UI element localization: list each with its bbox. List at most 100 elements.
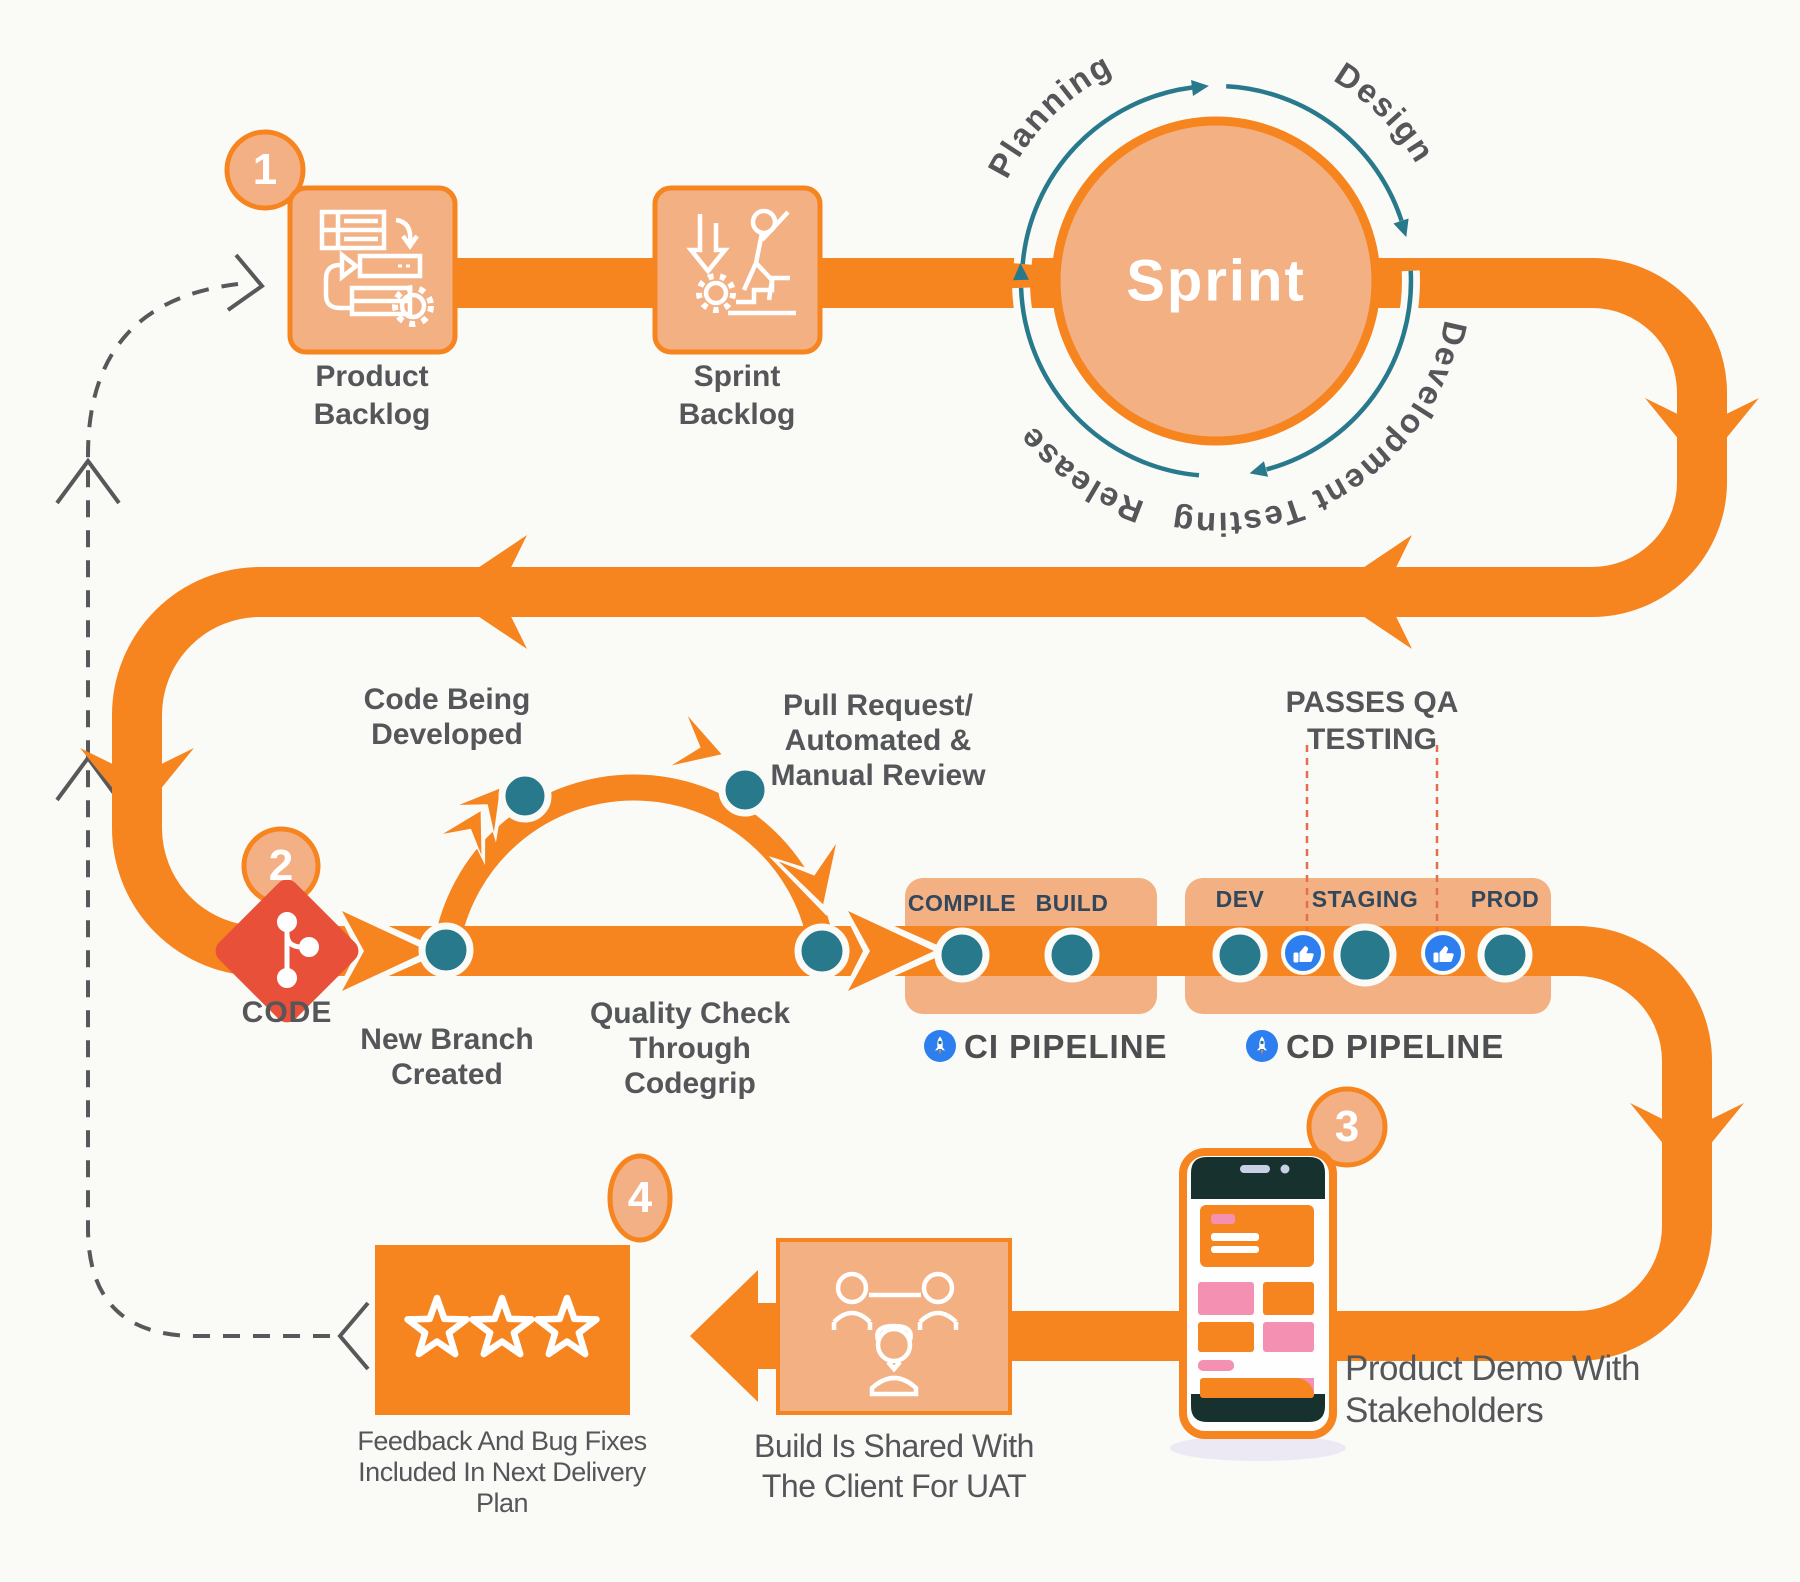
cycle-label-planning: Planning [980, 46, 1116, 184]
cd-pipeline-label: CD PIPELINE [1286, 1028, 1505, 1065]
cycle-label-design: Design [1329, 55, 1441, 170]
svg-text:Design: Design [1329, 55, 1443, 170]
ci-pipeline-label: CI PIPELINE [964, 1028, 1168, 1065]
star-icon [534, 1294, 600, 1358]
arrow-down-icon [80, 748, 194, 818]
sprint-circle [1051, 116, 1381, 446]
pull-request-line1: Pull Request/ [782, 689, 974, 722]
product-backlog-icon [319, 209, 434, 327]
product-backlog-line1: Product [315, 360, 429, 393]
star-icon [469, 1294, 535, 1358]
cycle-arrowhead-icons [1013, 80, 1409, 477]
approval-thumbs [1281, 931, 1465, 975]
phone-mockup [1170, 1148, 1346, 1461]
phone-bottom-bezel [1191, 1394, 1325, 1422]
speaker-icon [1240, 1165, 1270, 1173]
product-demo-line1: Product Demo With [1345, 1349, 1640, 1388]
dot-code-developed [498, 769, 552, 823]
code-development-arc [432, 705, 842, 952]
badge-2-number: 2 [268, 841, 294, 890]
arrow-down-icon [1630, 1103, 1744, 1173]
dot-staging [1333, 923, 1397, 987]
main-flow-pipe [112, 258, 1727, 1361]
product-backlog-label: Product Backlog [314, 358, 431, 434]
thumbs-up-icon [1293, 946, 1314, 963]
sprint-backlog-label: Sprint Backlog [679, 358, 796, 434]
dot-quality-check [794, 923, 850, 979]
new-branch-label: New Branch Created [360, 1022, 533, 1092]
new-branch-line2: Created [391, 1058, 503, 1091]
code-label: CODE [241, 996, 333, 1029]
rocket-icon [935, 1036, 945, 1055]
code-developed-line2: Developed [371, 718, 523, 751]
pull-request-label: Pull Request/ Automated & Manual Review [770, 688, 985, 793]
git-branch-glyph [277, 912, 319, 988]
arrow-right-icon [342, 911, 428, 991]
camera-icon [1280, 1164, 1290, 1174]
passes-qa-label: PASSES QA TESTING [1286, 684, 1459, 758]
phone-top-bezel [1191, 1157, 1325, 1199]
badge-4-number: 4 [627, 1173, 653, 1222]
milestone-dots [418, 763, 1533, 987]
dot-compile [934, 927, 990, 983]
quality-check-line2: Through [629, 1032, 751, 1065]
stage-staging-label: STAGING [1311, 886, 1419, 912]
code-developed-label: Code Being Developed [364, 682, 531, 752]
rating-stars [404, 1294, 600, 1358]
sprint-circle-label: Sprint [1126, 248, 1306, 314]
quality-check-line3: Codegrip [624, 1067, 756, 1100]
pipeline-caption-icons [924, 1030, 1278, 1062]
step-badge-4 [607, 1153, 673, 1243]
pull-request-line2: Automated & [784, 724, 972, 757]
star-icon [404, 1294, 470, 1358]
dot-prod [1477, 927, 1533, 983]
feedback-line3: Plan [475, 1488, 529, 1518]
thumbs-up-icon [1433, 946, 1454, 963]
chevron-up-icon [55, 754, 121, 802]
arrowhead-icon [226, 253, 265, 312]
dot-build [1044, 927, 1100, 983]
arrow-left-icon [442, 535, 527, 649]
arrow-left-icon [690, 1270, 780, 1402]
dot-dev [1212, 927, 1268, 983]
code-developed-line1: Code Being [363, 683, 531, 716]
badge-1-number: 1 [252, 145, 278, 194]
stage-compile-label: COMPILE [907, 890, 1017, 916]
sprint-backlog-icon [686, 208, 796, 316]
arrow-down-icon [1645, 398, 1759, 468]
arrow-left-icon [1327, 535, 1412, 649]
cycle-label-release: Release [1010, 419, 1146, 530]
feedback-line2: Included In Next Delivery [358, 1457, 646, 1487]
new-branch-line1: New Branch [360, 1023, 534, 1056]
build-shared-label: Build Is Shared With The Client For UAT [754, 1426, 1034, 1506]
passes-qa-dashed-lines [1305, 745, 1439, 932]
svg-text:Release: Release [1010, 419, 1148, 530]
sprint-backlog-line2: Backlog [678, 398, 796, 431]
pull-request-line3: Manual Review [770, 759, 986, 792]
step-badge-1 [224, 129, 306, 211]
phone-screen-content [1198, 1205, 1314, 1398]
rocket-icon [1257, 1036, 1267, 1055]
badge-3-number: 3 [1334, 1102, 1360, 1151]
dot-pull-request [718, 763, 772, 817]
sprint-backlog-line1: Sprint [693, 360, 781, 393]
dashed-return-path [55, 253, 370, 1371]
pipe-arrowheads [80, 398, 1759, 1173]
build-shared-line1: Build Is Shared With [754, 1428, 1034, 1464]
arrow-right-icon [848, 911, 934, 991]
people-icon [831, 1271, 959, 1397]
passes-qa-line2: TESTING [1306, 723, 1438, 756]
sprint-cycle-arcs [1012, 77, 1420, 485]
pipe-chevron-arrows [332, 901, 951, 1001]
svg-text:Planning: Planning [980, 46, 1118, 184]
feedback-box [375, 1245, 630, 1415]
quality-check-line1: Quality Check [589, 997, 791, 1030]
step-badge-3 [1306, 1086, 1388, 1168]
build-shared-line2: The Client For UAT [761, 1468, 1027, 1504]
product-demo-line2: Stakeholders [1345, 1391, 1544, 1430]
sprint-backlog-box [652, 185, 823, 355]
chevron-up-icon [55, 457, 121, 505]
stage-build-label: BUILD [1035, 890, 1109, 916]
